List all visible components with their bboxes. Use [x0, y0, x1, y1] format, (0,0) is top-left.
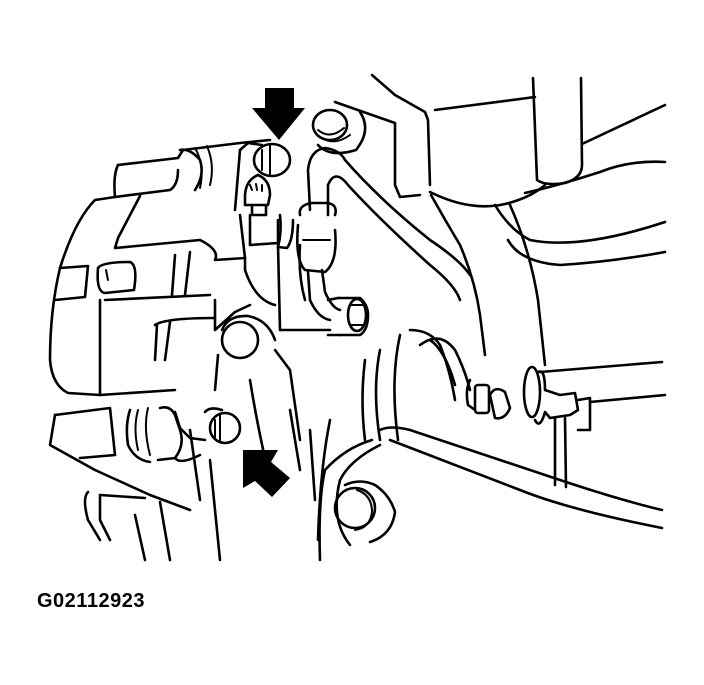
upper-slide-bolt [178, 141, 292, 212]
stabilizer-link [465, 360, 667, 489]
rotor-disc [248, 328, 472, 542]
brake-pad-lower [83, 428, 222, 562]
hose-banjo-bolt [311, 108, 367, 155]
brake-hose [296, 146, 472, 322]
caliper-body [48, 138, 332, 397]
lower-control-arm [318, 426, 664, 562]
side-bolt [326, 296, 370, 337]
frame-bracket [333, 73, 667, 367]
arrow-up-left-icon [243, 450, 290, 497]
figure-id-label: G02112923 [37, 590, 145, 612]
bleeder-screw [243, 173, 272, 217]
piston-boss [213, 314, 302, 442]
lower-slide-bolt [48, 406, 242, 512]
arrow-down-icon [252, 88, 305, 140]
callout-arrows [243, 88, 305, 497]
